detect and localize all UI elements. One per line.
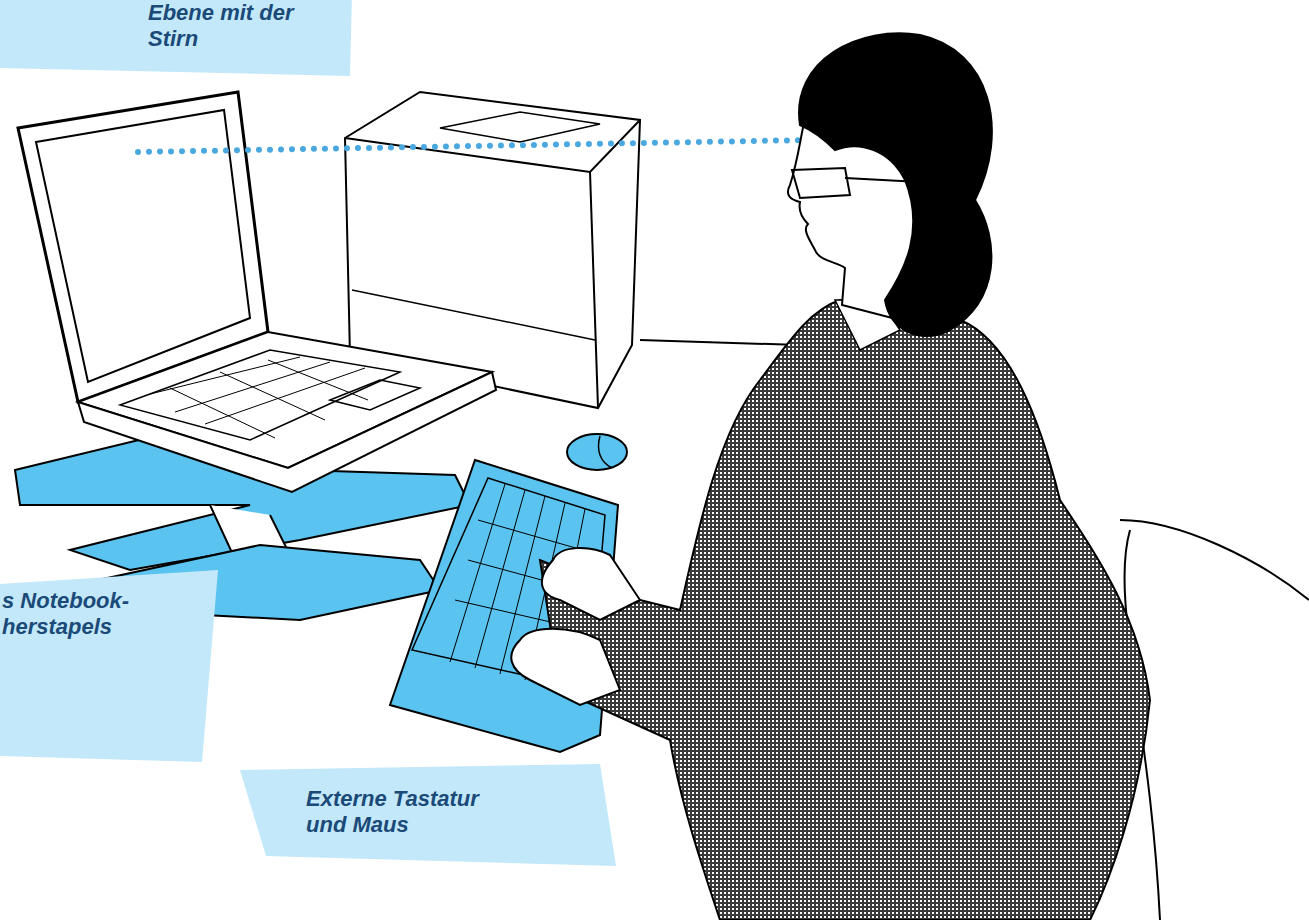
laptop-keys <box>120 350 400 440</box>
glasses <box>792 168 920 198</box>
mouse-button-line <box>599 436 613 468</box>
sight-line <box>138 140 810 152</box>
printer-seam <box>352 290 595 340</box>
callout-shape <box>240 764 616 868</box>
hand-lower <box>511 629 620 705</box>
callout-text: s Notebook- herstapels <box>2 588 152 640</box>
hand-upper <box>542 548 640 620</box>
mouse <box>567 434 627 470</box>
mouse-body <box>567 434 627 470</box>
callout-text: Externe Tastatur und Maus <box>306 786 506 838</box>
hair <box>799 33 992 336</box>
callout-fill <box>240 764 616 866</box>
callout-fill <box>0 570 218 762</box>
callout-box: s Notebook- herstapels <box>0 570 218 762</box>
printer-tray <box>440 112 600 142</box>
callout-fill <box>0 0 352 76</box>
printer-corner <box>590 172 598 408</box>
callout-box: Externe Tastatur und Maus <box>240 764 616 868</box>
callout-text: Ebene mit der Stirn <box>148 0 348 52</box>
laptop-base <box>78 372 496 492</box>
person <box>511 33 1150 920</box>
laptop-touchpad <box>330 380 420 410</box>
laptop-deck <box>78 332 492 468</box>
jacket <box>540 300 1150 920</box>
callout-box: Ebene mit der Stirn <box>0 0 352 78</box>
